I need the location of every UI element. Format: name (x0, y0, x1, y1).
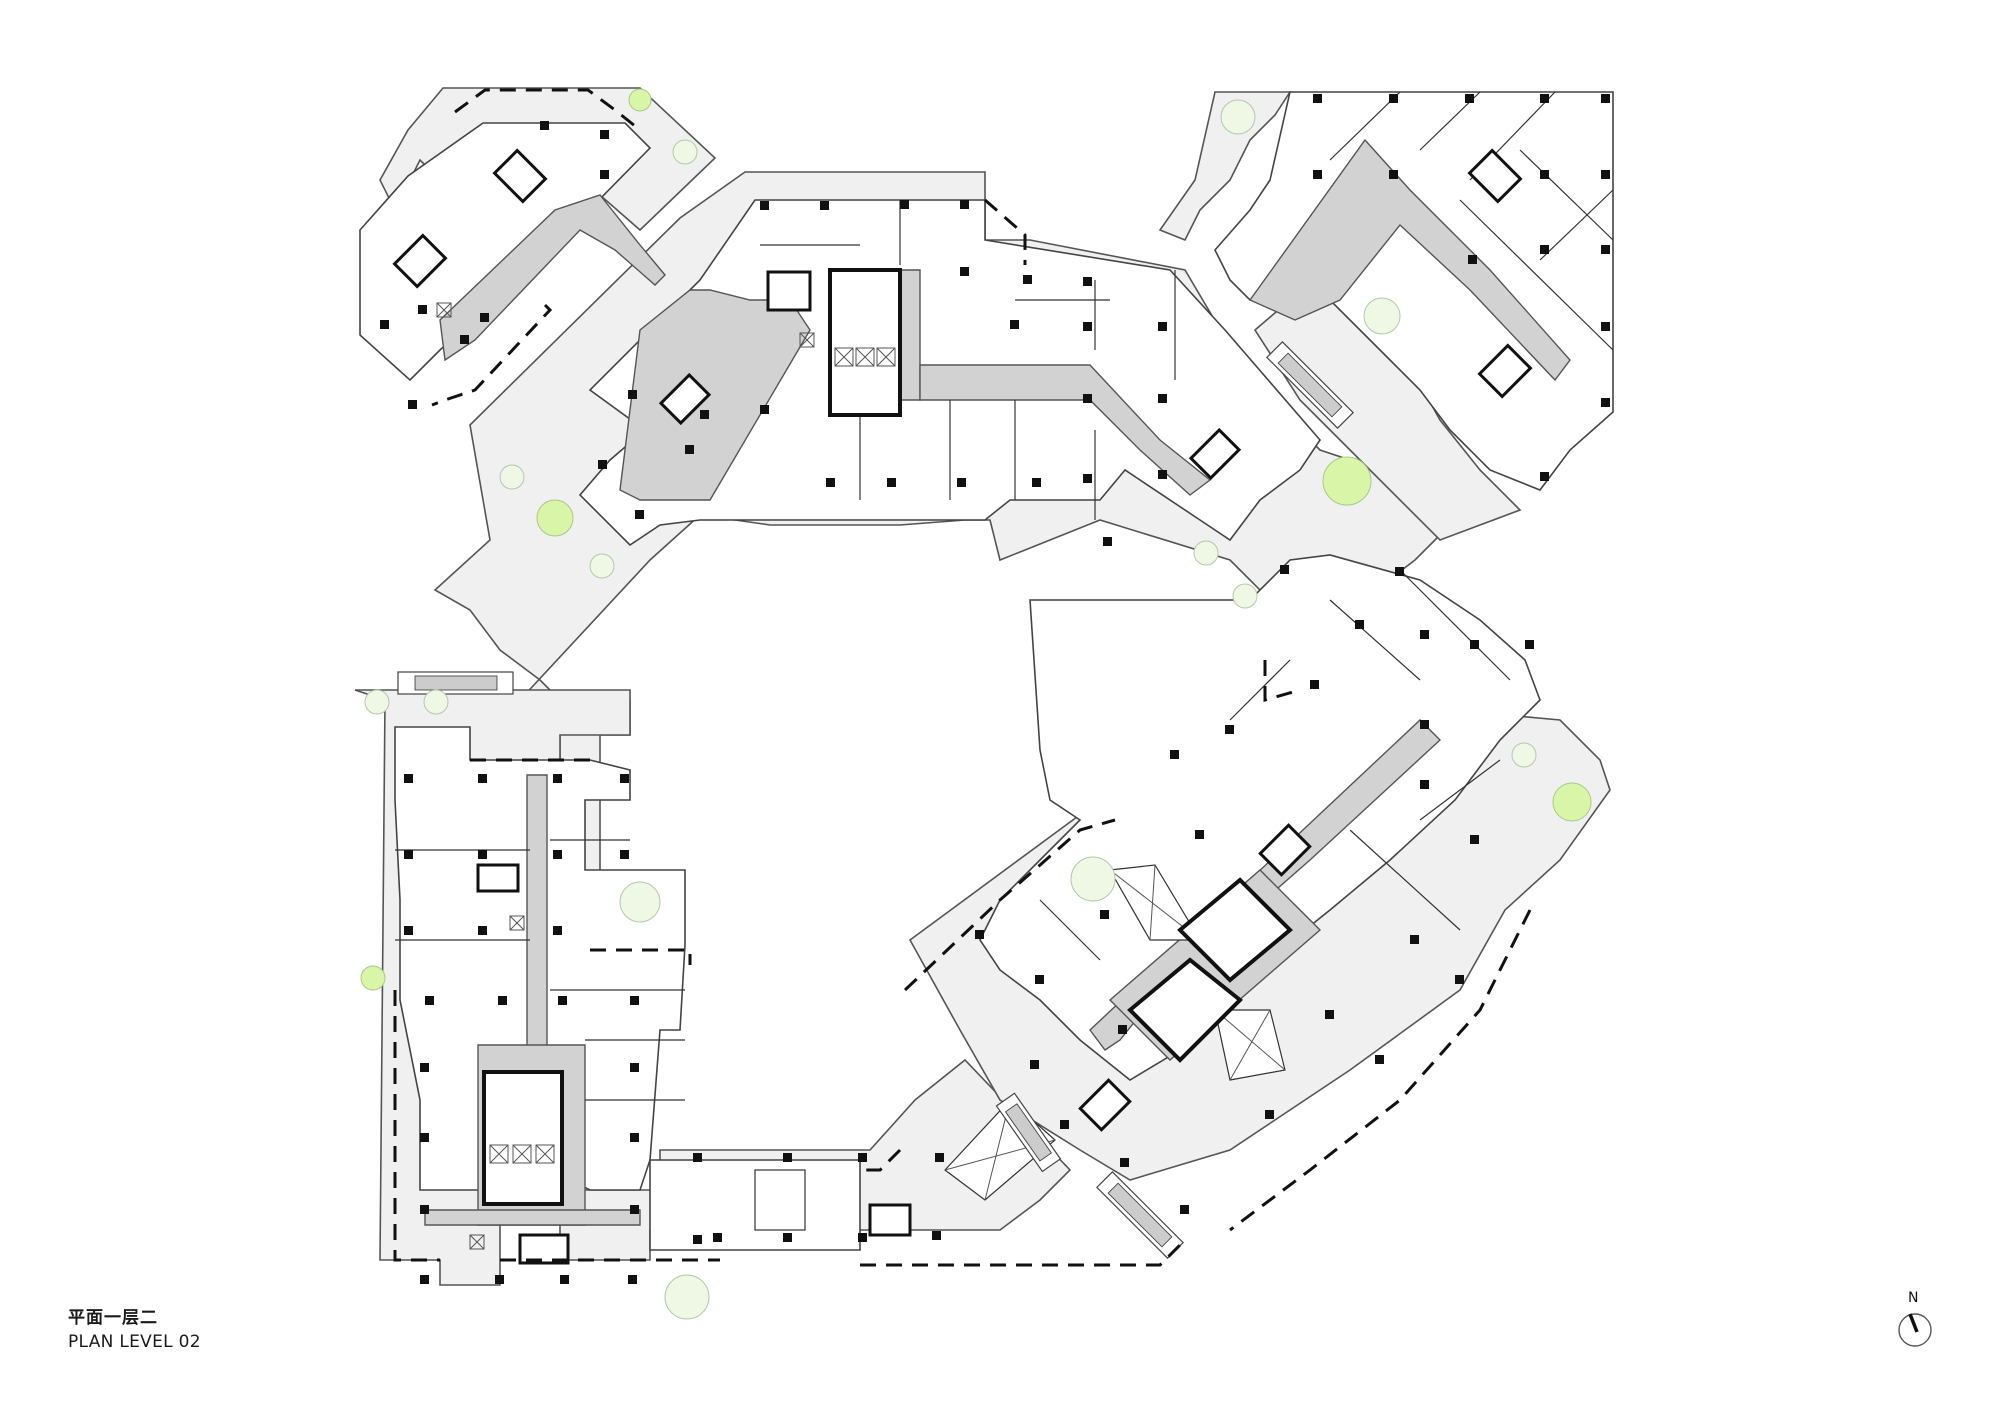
tree-icon (1070, 856, 1116, 902)
north-arrow: N (1890, 1290, 1950, 1360)
north-label: N (1908, 1290, 1919, 1306)
tree-icon (1363, 297, 1401, 335)
tree-icon (1193, 540, 1219, 566)
south-east-core-a (1127, 957, 1243, 1063)
tree-icon (1220, 99, 1256, 135)
tree-icon (499, 464, 525, 490)
structural-columns (380, 94, 1610, 1284)
tree-icon (536, 499, 574, 537)
tree-icon (628, 88, 652, 112)
tree-icon (1552, 782, 1592, 822)
building-cores (436, 268, 1293, 1250)
north-core (828, 268, 902, 417)
tree-icon (423, 689, 449, 715)
drawing-title-english: PLAN LEVEL 02 (68, 1332, 201, 1352)
stairs (392, 148, 1533, 1265)
tree-icon (664, 1274, 710, 1320)
south-east-core-b (1177, 877, 1293, 983)
tree-icon (589, 553, 615, 579)
boundary-lines (393, 88, 1532, 1267)
drawing-caption: 平面一层二 PLAN LEVEL 02 (68, 1306, 201, 1354)
landscape-trees (360, 88, 1592, 1320)
escalators (397, 341, 1354, 1259)
tree-icon (1232, 583, 1258, 609)
tree-icon (1511, 742, 1537, 768)
tree-icon (672, 139, 698, 165)
tree-icon (1322, 456, 1372, 506)
tree-icon (360, 965, 386, 991)
west-core (482, 1070, 564, 1206)
tree-icon (364, 689, 390, 715)
north-arrow-icon (1898, 1313, 1932, 1347)
drawing-title-chinese: 平面一层二 (68, 1308, 158, 1328)
tree-icon (619, 881, 661, 923)
